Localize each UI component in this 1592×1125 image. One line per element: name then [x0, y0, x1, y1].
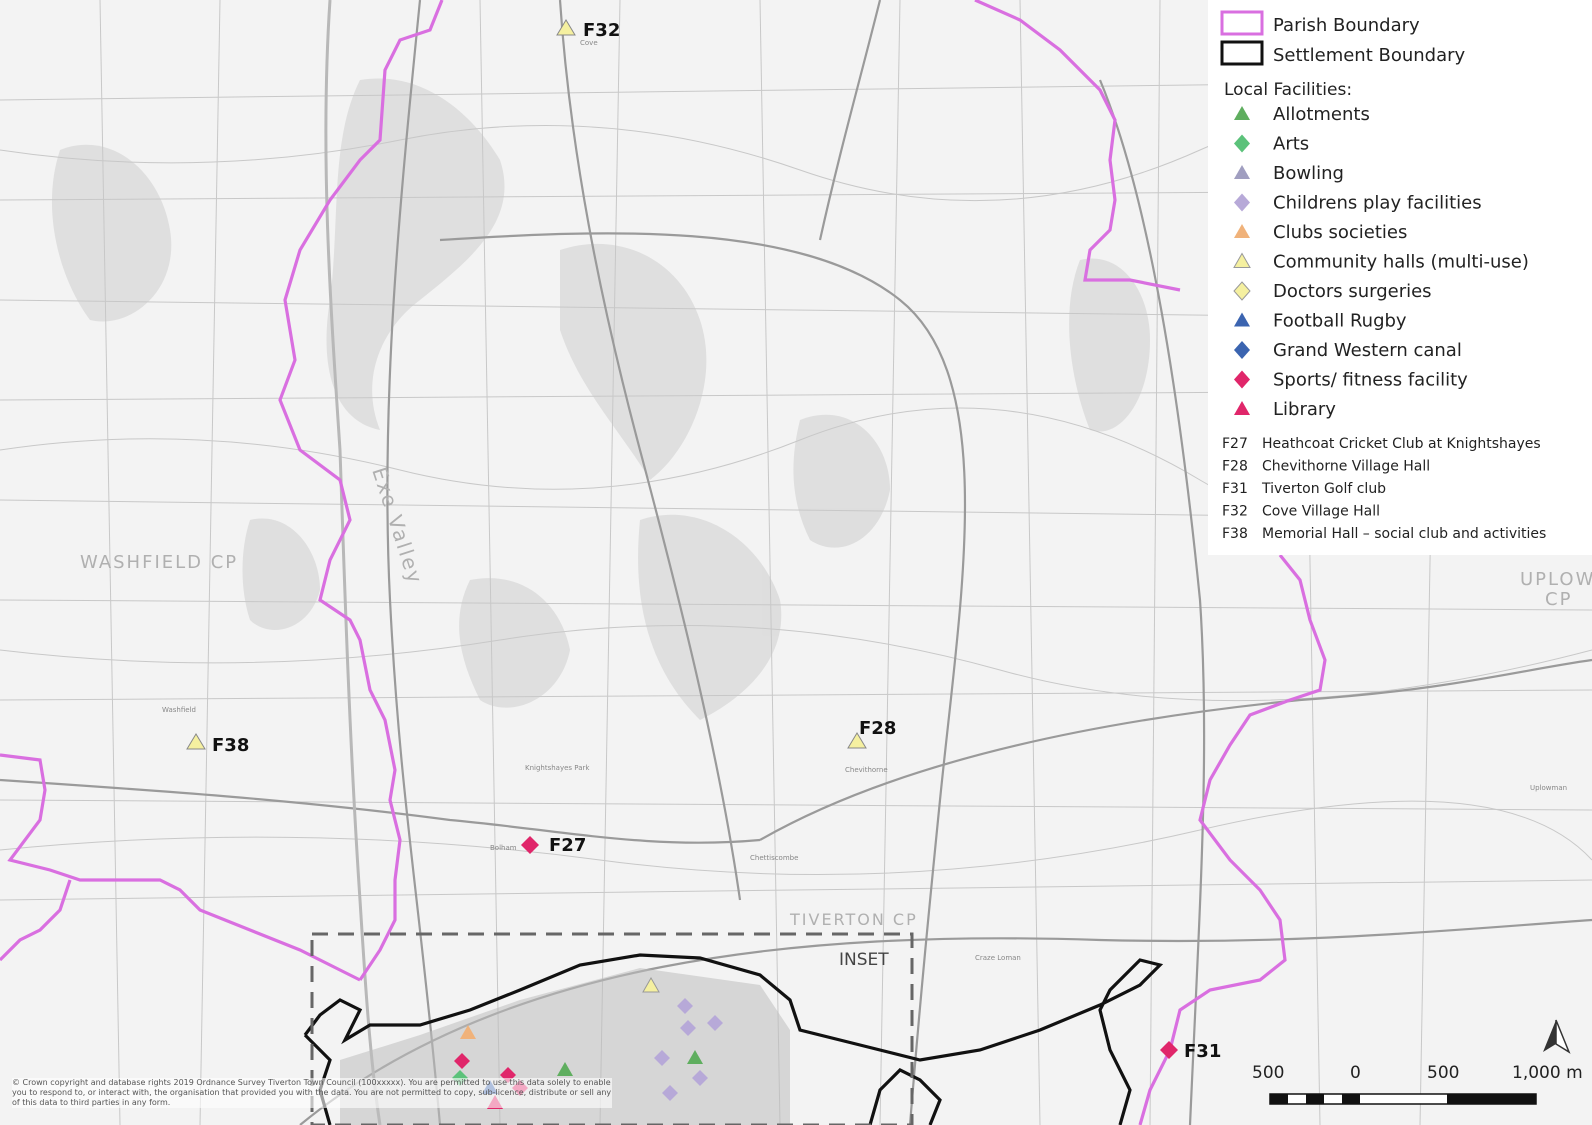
legend-note-code: F28 — [1222, 459, 1248, 475]
woodland-areas — [51, 78, 1150, 720]
legend-symbol-4 — [1234, 224, 1250, 238]
place-bolham: Bolham — [490, 844, 517, 852]
childrens-play-marker — [680, 1020, 696, 1036]
sports-marker — [454, 1053, 470, 1069]
f31-label: F31 — [1184, 1041, 1221, 1062]
scale-label-0: 0 — [1350, 1063, 1361, 1083]
scale-label-500-right: 500 — [1427, 1063, 1459, 1083]
clubs-marker — [460, 1025, 476, 1039]
legend-symbol-1 — [1234, 134, 1250, 153]
facility-f27[interactable]: F27 — [521, 835, 586, 856]
legend-symbol-7 — [1234, 312, 1250, 327]
legend-item-label: Doctors surgeries — [1273, 281, 1432, 302]
legend-note-text: Cove Village Hall — [1262, 504, 1380, 520]
facility-f38[interactable]: F38 — [186, 733, 249, 756]
f32-label: F32 — [583, 20, 620, 41]
legend-symbol-0 — [1234, 106, 1250, 120]
north-arrow-icon — [1543, 1019, 1571, 1054]
place-washfield: Washfield — [162, 706, 196, 714]
facility-f32[interactable]: F32 — [556, 19, 620, 41]
legend-note-text: Heathcoat Cricket Club at Knightshayes — [1262, 436, 1541, 452]
place-craze-loman: Craze Loman — [975, 954, 1021, 962]
legend-item-label: Grand Western canal — [1273, 340, 1462, 361]
f28-label: F28 — [859, 718, 896, 739]
legend-symbol-2 — [1234, 165, 1250, 179]
community-hall-marker — [642, 976, 660, 993]
childrens-play-marker — [707, 1015, 723, 1031]
legend-item-label: Community halls (multi-use) — [1273, 252, 1529, 273]
legend-note-code: F38 — [1222, 526, 1248, 542]
legend-note-text: Tiverton Golf club — [1261, 481, 1386, 497]
legend-item-label: Library — [1273, 399, 1336, 420]
f38-label: F38 — [212, 735, 249, 756]
inset-box: INSET — [310, 932, 914, 1125]
childrens-play-marker — [662, 1085, 678, 1101]
legend-note-code: F32 — [1222, 504, 1248, 520]
place-uplowman: Uplowman — [1530, 784, 1567, 792]
place-chevithorne: Chevithorne — [845, 766, 888, 774]
f27-label: F27 — [549, 835, 586, 856]
settlement-boundary-label: Settlement Boundary — [1273, 45, 1466, 66]
legend-item-label: Allotments — [1273, 104, 1370, 125]
uplowman-cp-label: CP — [1545, 589, 1572, 610]
place-chettiscombe: Chettiscombe — [750, 854, 798, 862]
place-knightshayes: Knightshayes Park — [525, 764, 590, 772]
legend-item-label: Sports/ fitness facility — [1273, 370, 1468, 391]
childrens-play-marker — [692, 1070, 708, 1086]
f32-marker — [556, 19, 576, 36]
settlement-boundary-swatch — [1220, 40, 1264, 66]
legend-note-code: F27 — [1222, 436, 1248, 452]
facility-f28[interactable]: F28 — [847, 718, 896, 749]
legend-symbol-8 — [1234, 341, 1250, 359]
legend-symbol-9 — [1234, 370, 1250, 389]
legend-item-label: Childrens play facilities — [1273, 193, 1482, 214]
f28-marker — [847, 732, 867, 749]
scale-label-500-left: 500 — [1252, 1063, 1284, 1083]
place-cove: Cove — [580, 39, 598, 47]
uplowman-label: UPLOW — [1520, 569, 1592, 590]
legend-symbol-10 — [1234, 401, 1250, 415]
scale-label-1000m: 1,000 m — [1512, 1063, 1583, 1083]
f27-marker — [521, 836, 539, 854]
washfield-cp-label: WASHFIELD CP — [80, 552, 238, 573]
place-names: Washfield Chevithorne Knightshayes Park … — [162, 39, 1567, 962]
tiverton-cp-label: TIVERTON CP — [789, 910, 918, 929]
legend-symbol-6 — [1233, 281, 1251, 301]
inset-label: INSET — [839, 950, 889, 970]
legend-note-text: Memorial Hall – social club and activiti… — [1262, 526, 1546, 542]
legend-notes: F27 Heathcoat Cricket Club at Knightshaye… — [1222, 436, 1546, 542]
legend-item-label: Bowling — [1273, 163, 1344, 184]
local-facilities-title: Local Facilities: — [1224, 80, 1352, 100]
legend-item-label: Football Rugby — [1273, 311, 1407, 332]
legend-item-label: Clubs societies — [1273, 222, 1407, 243]
facility-f31[interactable]: F31 — [1160, 1041, 1221, 1062]
scale-bar: 500 0 500 1,000 m — [1252, 1063, 1583, 1105]
childrens-play-marker — [677, 998, 693, 1014]
allotments-marker — [557, 1062, 573, 1076]
legend-symbol-3 — [1234, 193, 1250, 212]
legend-note-code: F31 — [1222, 481, 1248, 497]
legend-symbol-5 — [1233, 252, 1251, 268]
f31-marker — [1160, 1041, 1178, 1059]
parish-boundary — [0, 0, 1327, 1125]
legend-note-text: Chevithorne Village Hall — [1262, 459, 1430, 475]
parish-boundary-swatch — [1220, 10, 1264, 36]
allotments-marker — [687, 1050, 703, 1064]
legend-background — [1208, 0, 1592, 555]
f38-marker — [186, 733, 206, 750]
parish-boundary-label: Parish Boundary — [1273, 15, 1420, 36]
legend: Parish Boundary Settlement Boundary Loca… — [1208, 0, 1592, 555]
childrens-play-marker — [654, 1050, 670, 1066]
legend-item-label: Arts — [1273, 134, 1309, 155]
copyright-notice: © Crown copyright and database rights 20… — [12, 1078, 612, 1108]
